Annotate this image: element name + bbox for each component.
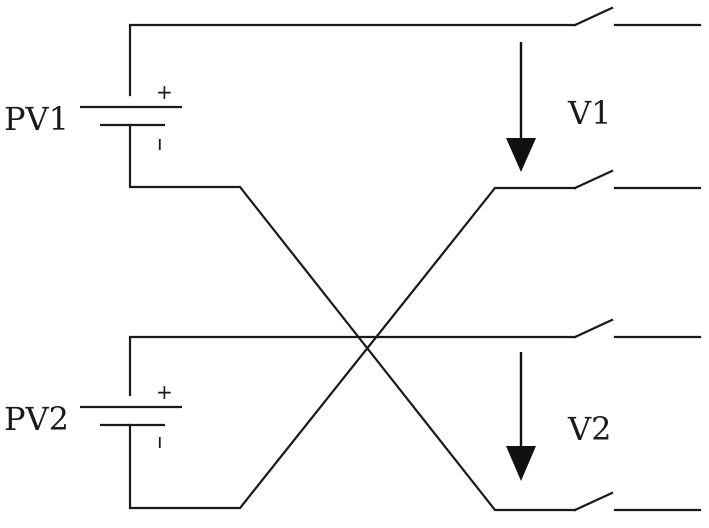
switch-2 (573, 169, 702, 190)
pv2-negative-wire (128, 186, 577, 510)
switch-3 (573, 318, 702, 339)
pv2-positive-wire (128, 335, 577, 397)
switch-1-blade (573, 6, 614, 27)
v1-label: V1 (567, 94, 611, 132)
switch-1 (573, 6, 702, 27)
pv2-label: PV2 (4, 400, 69, 438)
pv2-plus-sign: + (156, 380, 173, 404)
pv1-positive-wire (128, 23, 577, 97)
switch-2-blade (573, 169, 614, 190)
pv1-negative-wire (128, 123, 577, 512)
pv1-minus-sign: ı (157, 131, 163, 155)
v1-arrow-head (506, 138, 536, 172)
pv2-source (80, 186, 577, 510)
pv1-label: PV1 (4, 100, 69, 138)
pv1-source (80, 23, 577, 512)
switch-3-blade (573, 318, 614, 339)
switch-4 (573, 491, 702, 512)
v2-arrow (506, 352, 536, 481)
pv1-plus-sign: + (156, 80, 173, 104)
switch-4-blade (573, 491, 614, 512)
pv2-minus-sign: ı (157, 429, 163, 453)
v1-arrow (506, 42, 536, 172)
v2-label: V2 (567, 410, 611, 448)
v2-arrow-head (506, 446, 536, 481)
